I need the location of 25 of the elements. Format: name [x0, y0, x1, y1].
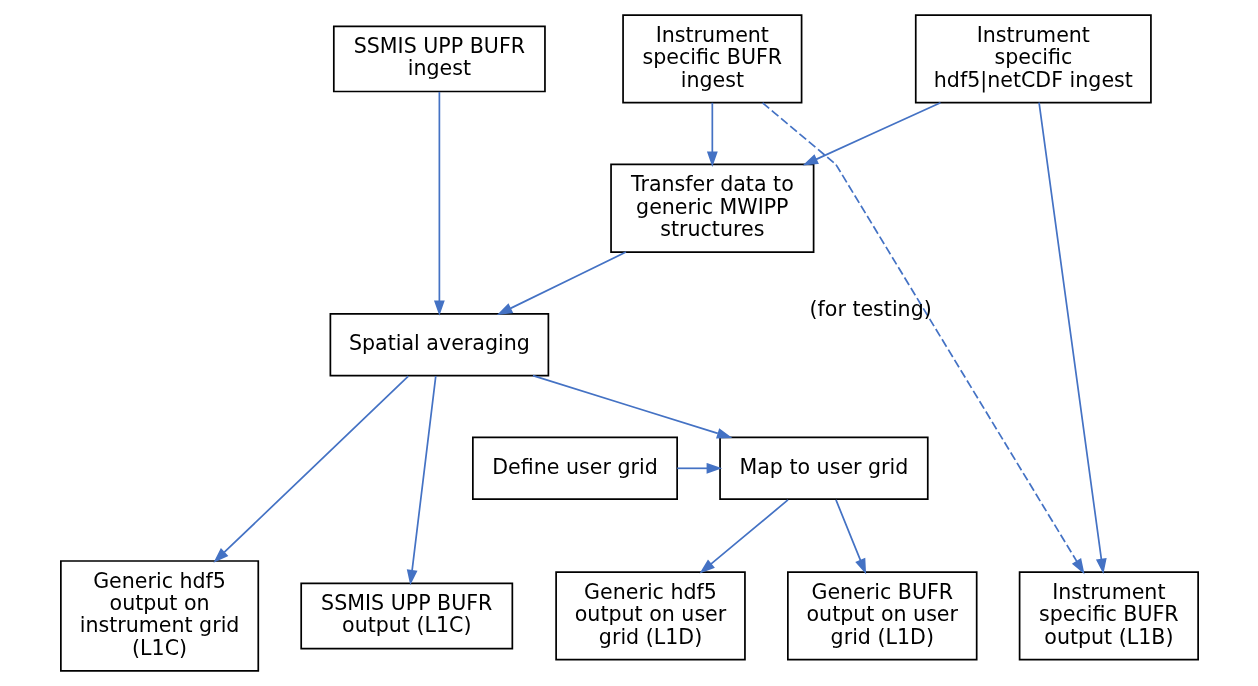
- arrow: [1037, 101, 1107, 575]
- arrow: [802, 101, 941, 166]
- node-box: SSMIS UPP BUFR output (L1C): [299, 582, 513, 650]
- arrow: [433, 91, 445, 316]
- node-box: Generic hdf5 output on instrument grid (L1C): [59, 560, 259, 672]
- node-box: Map to user grid: [718, 436, 929, 501]
- node-box: Instrument specific BUFR output (L1B): [1018, 571, 1199, 661]
- node-box: Instrument specific BUFR ingest: [621, 14, 802, 104]
- arrow: [761, 102, 1085, 575]
- arrow: [675, 462, 722, 474]
- arrow: [834, 499, 866, 575]
- node-box: Spatial averaging: [329, 312, 549, 377]
- arrow: [706, 101, 718, 168]
- node-box: Generic hdf5 output on user grid (L1D): [554, 571, 746, 661]
- node-box: Instrument specific hdf5|netCDF ingest: [914, 14, 1152, 104]
- arrow: [212, 375, 409, 563]
- edge-label: (for testing): [809, 297, 932, 322]
- arrow: [531, 374, 732, 439]
- arrow: [496, 251, 627, 315]
- arrow: [699, 499, 789, 574]
- node-box: Generic BUFR output on user grid (L1D): [786, 571, 978, 661]
- node-box: Transfer data to generic MWIPP structures: [609, 163, 814, 253]
- arrow: [406, 375, 437, 586]
- node-box: SSMIS UPP BUFR ingest: [332, 25, 546, 93]
- node-box: Define user grid: [471, 436, 678, 501]
